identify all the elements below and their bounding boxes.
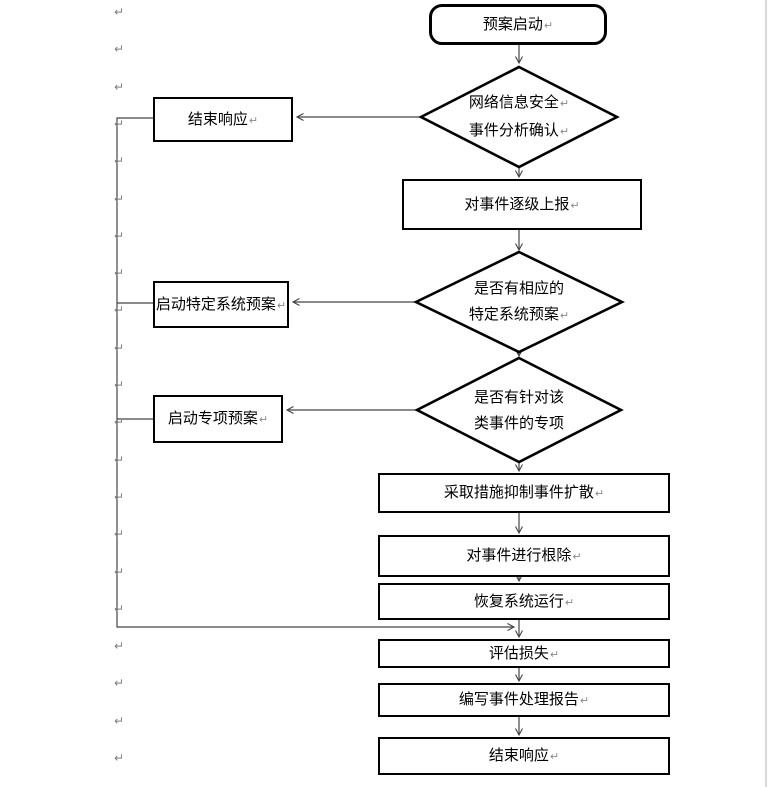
connector-end-response-return-path	[116, 117, 516, 631]
paragraph-mark-icon: ↵	[114, 714, 125, 728]
node-start[interactable]: 预案启动↵	[429, 4, 607, 45]
paragraph-mark-icon: ↵	[114, 490, 125, 504]
shape-decision-special[interactable]	[414, 356, 624, 464]
paragraph-mark-icon: ↵	[114, 117, 125, 131]
node-end-response-bottom[interactable]: 结束响应↵	[378, 737, 670, 775]
node-decision-special[interactable]: 是否有针对该类事件的专项	[417, 358, 621, 462]
shape-decision-analysis[interactable]	[418, 65, 620, 169]
paragraph-mark-icon: ↵	[114, 751, 125, 765]
node-contain-spread[interactable]: 采取措施抑制事件扩散↵	[378, 473, 670, 513]
node-label: 评估损失	[488, 643, 549, 662]
paragraph-mark-icon: ↵	[549, 750, 560, 763]
paragraph-mark-icon: ↵	[114, 154, 125, 168]
node-label: 结束响应	[488, 746, 549, 764]
paragraph-mark-icon: ↵	[114, 303, 125, 317]
node-label: 特定系统预案	[468, 305, 559, 323]
paragraph-mark-icon: ↵	[114, 602, 125, 616]
paragraph-mark-icon: ↵	[276, 298, 287, 312]
paragraph-mark-icon: ↵	[570, 198, 580, 212]
paragraph-mark-icon: ↵	[559, 309, 570, 322]
node-label: 是否有针对该	[473, 388, 564, 406]
node-decision-analysis[interactable]: 网络信息安全↵事件分析确认↵	[421, 67, 617, 167]
node-label: 预案启动	[482, 14, 543, 33]
node-label: 启动专项预案	[167, 409, 258, 427]
node-decision-specific[interactable]: 是否有相应的特定系统预案↵	[416, 252, 622, 352]
paragraph-mark-icon: ↵	[114, 527, 125, 541]
node-label: 事件分析确认	[468, 121, 559, 139]
node-label: 结束响应	[187, 109, 248, 128]
paragraph-mark-icon: ↵	[114, 639, 125, 653]
node-label: 恢复系统运行	[473, 591, 564, 610]
page-edge	[765, 0, 767, 787]
node-label: 启动特定系统预案	[155, 294, 276, 313]
paragraph-mark-icon: ↵	[114, 42, 125, 56]
paragraph-mark-icon: ↵	[543, 18, 554, 32]
paragraph-mark-icon: ↵	[579, 694, 590, 707]
node-label: 对事件进行根除	[466, 546, 572, 564]
node-start-special[interactable]: 启动专项预案↵	[153, 395, 283, 443]
paragraph-mark-icon: ↵	[559, 97, 570, 110]
node-label: 类事件的专项	[473, 414, 564, 432]
node-eradicate[interactable]: 对事件进行根除↵	[378, 535, 670, 577]
node-restore-system[interactable]: 恢复系统运行↵	[378, 583, 670, 620]
paragraph-mark-icon: ↵	[114, 341, 125, 355]
paragraph-mark-icon: ↵	[114, 453, 125, 467]
paragraph-mark-icon: ↵	[114, 676, 125, 690]
node-start-specific[interactable]: 启动特定系统预案↵	[153, 281, 289, 328]
node-label: 对事件逐级上报	[464, 194, 570, 213]
node-label: 是否有相应的	[473, 279, 564, 297]
paragraph-mark-icon: ↵	[559, 125, 570, 138]
paragraph-mark-icon: ↵	[114, 5, 125, 19]
paragraph-mark-icon: ↵	[114, 229, 125, 243]
paragraph-mark-icon: ↵	[114, 192, 125, 206]
node-write-report[interactable]: 编写事件处理报告↵	[378, 683, 670, 717]
paragraph-mark-icon: ↵	[114, 565, 125, 579]
paragraph-mark-icon: ↵	[114, 80, 125, 94]
node-label: 网络信息安全	[468, 93, 559, 111]
paragraph-mark-icon: ↵	[258, 413, 269, 426]
paragraph-mark-icon: ↵	[564, 595, 575, 609]
node-label: 编写事件处理报告	[458, 690, 579, 708]
paragraph-mark-icon: ↵	[572, 550, 582, 563]
paragraph-mark-icon: ↵	[248, 113, 259, 127]
paragraph-mark-icon: ↵	[114, 266, 125, 280]
node-report-upward[interactable]: 对事件逐级上报↵	[402, 179, 642, 230]
paragraph-mark-icon: ↵	[594, 487, 605, 500]
paragraph-mark-icon: ↵	[114, 378, 125, 392]
node-end-response-top[interactable]: 结束响应↵	[153, 97, 293, 142]
shape-decision-specific[interactable]	[413, 250, 625, 354]
node-label: 采取措施抑制事件扩散	[443, 483, 594, 501]
paragraph-mark-icon: ↵	[114, 415, 125, 429]
paragraph-mark-icon: ↵	[549, 647, 560, 661]
node-assess-loss[interactable]: 评估损失↵	[378, 639, 670, 668]
